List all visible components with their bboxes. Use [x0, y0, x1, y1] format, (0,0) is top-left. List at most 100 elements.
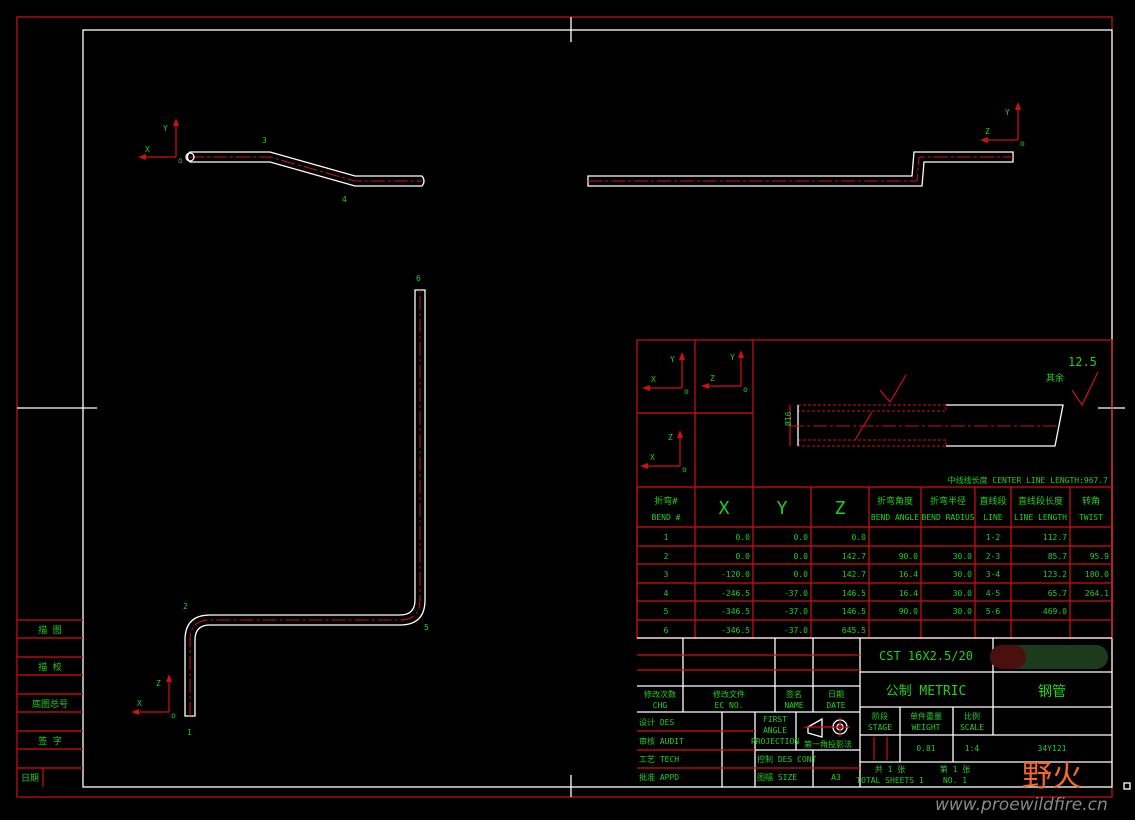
svg-text:WEIGHT: WEIGHT [912, 723, 941, 732]
table-cell: 146.5 [842, 607, 866, 616]
svg-text:A3: A3 [831, 773, 841, 782]
table-cell: -37.0 [784, 626, 808, 635]
svg-text:设计 DES: 设计 DES [639, 717, 674, 727]
svg-text:o: o [743, 385, 748, 394]
table-header: 折弯角度 [877, 495, 913, 507]
table-header: 折弯# [654, 495, 678, 507]
surface-label: 其余 [1046, 372, 1064, 384]
svg-text:EC NO.: EC NO. [715, 701, 744, 710]
table-header-en: LINE [983, 513, 1002, 522]
axis-icon: YZo [980, 102, 1025, 148]
table-cell: 30.0 [953, 570, 972, 579]
table-header-en: TWIST [1079, 513, 1103, 522]
table-cell: 123.2 [1043, 570, 1067, 579]
left-label-base: 底图总号 [32, 698, 68, 710]
svg-text:1:4: 1:4 [965, 744, 980, 753]
point-label: 3 [262, 136, 267, 145]
top-view-pipe [185, 151, 425, 187]
table-cell: 90.0 [899, 607, 918, 616]
left-block [17, 619, 83, 787]
table-cell: 0.0 [736, 552, 751, 561]
table-cell: -346.5 [721, 607, 750, 616]
svg-text:TOTAL SHEETS 1: TOTAL SHEETS 1 [856, 776, 924, 785]
svg-text:审核 AUDIT: 审核 AUDIT [639, 736, 684, 746]
table-header: X [719, 498, 730, 519]
inner-frame [82, 29, 1113, 788]
svg-text:CST 16X2.5/20: CST 16X2.5/20 [879, 649, 973, 663]
svg-text:PROJECTION: PROJECTION [751, 737, 799, 746]
svg-text:DATE: DATE [826, 701, 845, 710]
svg-text:0.81: 0.81 [916, 744, 935, 753]
svg-text:钢管: 钢管 [1038, 684, 1066, 700]
outer-frame [16, 16, 1113, 798]
table-header: 折弯半径 [930, 495, 966, 507]
table-cell: 30.0 [953, 607, 972, 616]
svg-text:阶段: 阶段 [872, 711, 888, 721]
table-header: 直线段 [979, 495, 1006, 507]
table-cell: 5-6 [986, 607, 1001, 616]
svg-text:o: o [171, 711, 176, 720]
svg-text:NAME: NAME [784, 701, 803, 710]
svg-text:o: o [682, 465, 687, 474]
svg-text:o: o [178, 156, 183, 165]
point-label: 5 [424, 623, 429, 632]
svg-text:ANGLE: ANGLE [763, 726, 787, 735]
svg-text:X: X [650, 453, 655, 462]
svg-text:公制 METRIC: 公制 METRIC [886, 684, 967, 699]
svg-text:o: o [684, 387, 689, 396]
svg-text:单件重量: 单件重量 [910, 711, 942, 721]
svg-text:工艺 TECH: 工艺 TECH [639, 755, 679, 764]
svg-text:CHG: CHG [653, 701, 668, 710]
svg-text:Y: Y [730, 353, 735, 362]
svg-text:日期: 日期 [828, 690, 844, 699]
table-cell: 90.0 [899, 552, 918, 561]
svg-text:Y: Y [1005, 108, 1010, 117]
axis-icon: ZXo [131, 674, 176, 720]
table-cell: -246.5 [721, 589, 750, 598]
table-cell: 65.7 [1048, 589, 1067, 598]
table-cell: 16.4 [899, 589, 918, 598]
svg-text:比例: 比例 [964, 711, 980, 721]
table-cell: 30.0 [953, 589, 972, 598]
table-cell: 5 [664, 607, 669, 616]
side-view-pipe [587, 151, 1014, 187]
svg-text:X: X [145, 145, 150, 154]
svg-text:SCALE: SCALE [960, 723, 984, 732]
watermark-logo: 野火 [1022, 759, 1082, 794]
corner-marker [1123, 782, 1131, 790]
svg-text:X: X [137, 699, 142, 708]
center-line-length: 中线线长度 CENTER LINE LENGTH:967.7 [948, 475, 1109, 485]
svg-text:Z: Z [668, 433, 673, 442]
surface-value: 12.5 [1068, 355, 1097, 369]
left-label-check: 描 校 [38, 661, 61, 673]
svg-text:STAGE: STAGE [868, 723, 892, 732]
svg-text:Y: Y [163, 124, 168, 133]
front-view-pipe [184, 289, 426, 717]
svg-text:FIRST: FIRST [763, 715, 787, 724]
point-label: 4 [342, 195, 347, 204]
table-cell: 30.0 [953, 552, 972, 561]
table-cell: -120.0 [721, 570, 750, 579]
table-cell: 3-4 [986, 570, 1001, 579]
svg-text:X: X [651, 375, 656, 384]
axis-icon: YXo [642, 352, 689, 396]
table-header-en: BEND # [652, 513, 681, 522]
table-cell: -37.0 [784, 607, 808, 616]
title-block-grid [637, 637, 1112, 787]
table-cell: 95.9 [1090, 552, 1109, 561]
svg-text:修改次数: 修改次数 [644, 689, 676, 699]
point-label: 1 [187, 728, 192, 737]
redacted-blur-red [990, 645, 1026, 669]
table-cell: 0.0 [794, 533, 809, 542]
svg-text:共 1 张: 共 1 张 [875, 765, 905, 774]
table-header-en: BEND ANGLE [871, 513, 919, 522]
svg-text:图幅 SIZE: 图幅 SIZE [757, 772, 797, 782]
svg-text:Z: Z [985, 127, 990, 136]
table-cell: 3 [664, 570, 669, 579]
table-cell: 264.1 [1085, 589, 1109, 598]
table-cell: 146.5 [842, 589, 866, 598]
table-cell: 1 [664, 533, 669, 542]
table-cell: 112.7 [1043, 533, 1067, 542]
svg-text:签名: 签名 [786, 689, 802, 699]
table-cell: 142.7 [842, 570, 866, 579]
